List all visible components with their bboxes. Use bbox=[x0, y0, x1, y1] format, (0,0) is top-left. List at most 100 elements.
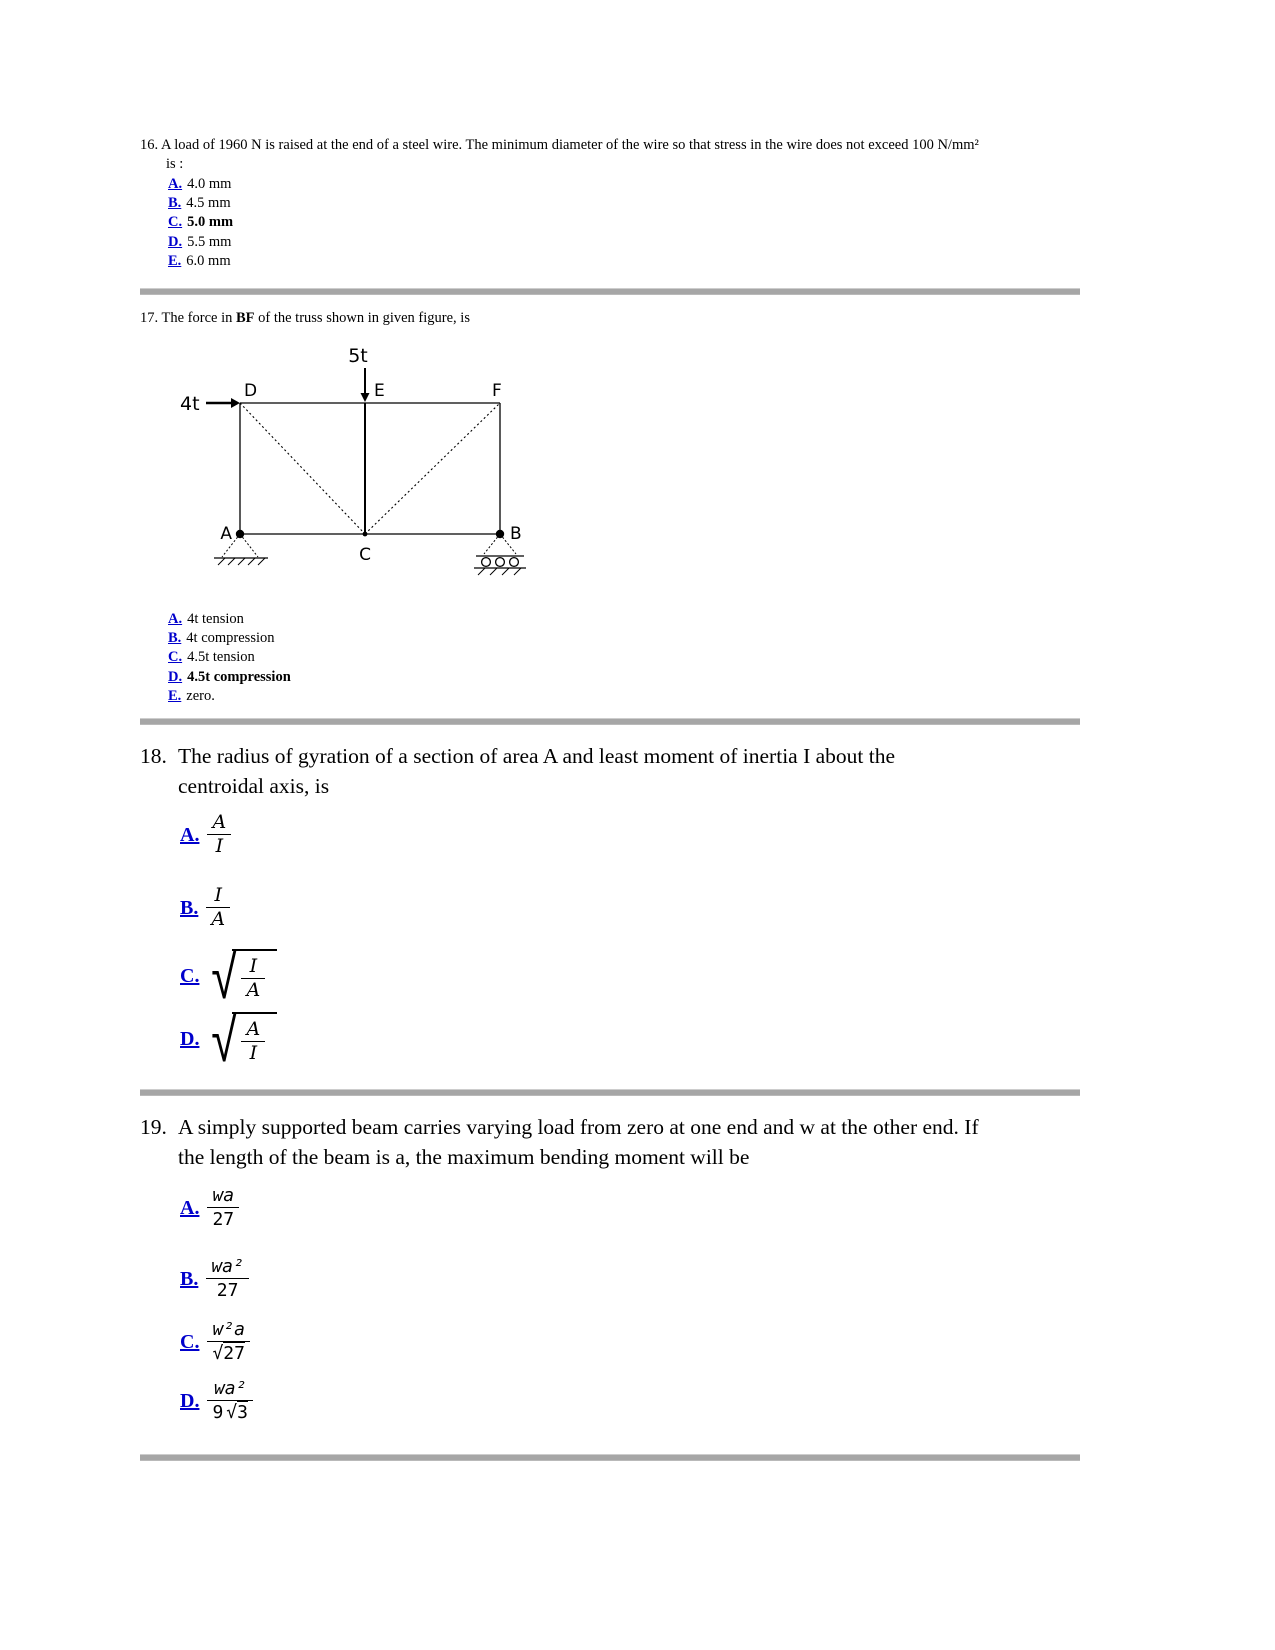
option-row: C.4.5t tension bbox=[168, 648, 1080, 667]
option-row: C. w²a √27 bbox=[180, 1318, 1080, 1365]
question-18-number: 18. bbox=[140, 744, 167, 769]
option-text: 4t compression bbox=[186, 630, 275, 647]
option-row: A. A I bbox=[180, 811, 1080, 858]
radical-sign-icon: √ bbox=[212, 1343, 224, 1365]
question-18-text-line1: The radius of gyration of a section of a… bbox=[178, 744, 896, 769]
option-row: A.4.0 mm bbox=[168, 175, 1080, 194]
question-16-text: A load of 1960 N is raised at the end of… bbox=[160, 137, 979, 153]
question-19-options: A. wa 27 B. wa² 27 C. w²a √27 bbox=[180, 1184, 1080, 1424]
option-e-link[interactable]: E. bbox=[168, 252, 182, 269]
question-19-stem: 19. A simply supported beam carries vary… bbox=[140, 1112, 1080, 1172]
pin-support-a bbox=[214, 533, 268, 566]
fraction-numerator: I bbox=[249, 955, 258, 978]
fraction-denominator: A bbox=[206, 907, 231, 931]
fraction: A I bbox=[241, 1018, 266, 1065]
joint-label-b: B bbox=[510, 524, 522, 544]
option-d-link[interactable]: D. bbox=[180, 1389, 200, 1412]
option-e-link[interactable]: E. bbox=[168, 687, 182, 704]
section-divider bbox=[140, 288, 1080, 296]
option-a-link[interactable]: A. bbox=[180, 823, 200, 846]
option-text: zero. bbox=[186, 687, 215, 704]
fraction-denominator: √27 bbox=[207, 1341, 250, 1365]
option-row: D.5.5 mm bbox=[168, 233, 1080, 252]
option-row: D.4.5t compression bbox=[168, 668, 1080, 687]
fraction: wa² 27 bbox=[206, 1255, 249, 1302]
section-divider bbox=[140, 718, 1080, 726]
question-17-stem: 17. The force in BF of the truss shown i… bbox=[140, 309, 1080, 328]
option-row: A.4t tension bbox=[168, 610, 1080, 629]
question-19-text-line2: the length of the beam is a, the maximum… bbox=[178, 1145, 750, 1170]
option-b-link[interactable]: B. bbox=[180, 896, 199, 919]
joint-label-e: E bbox=[374, 381, 385, 401]
option-row: D. √ A I bbox=[180, 1003, 1080, 1077]
fraction: wa² 9√3 bbox=[207, 1377, 253, 1424]
radical-sign-icon: √ bbox=[211, 1003, 238, 1077]
option-d-link[interactable]: D. bbox=[168, 668, 183, 685]
option-row: B.4.5 mm bbox=[168, 194, 1080, 213]
section-divider bbox=[140, 1454, 1080, 1462]
load-label-4t: 4t bbox=[180, 393, 200, 415]
option-d-link[interactable]: D. bbox=[168, 233, 183, 250]
option-a-link[interactable]: A. bbox=[168, 176, 183, 192]
question-17-text-post: of the truss shown in given figure, is bbox=[254, 310, 470, 327]
fraction-denominator: 9√3 bbox=[207, 1400, 253, 1424]
option-row: C.5.0 mm bbox=[168, 213, 1080, 232]
fraction-numerator: wa² bbox=[211, 1256, 244, 1278]
truss-members bbox=[239, 402, 501, 535]
joint-label-a: A bbox=[220, 524, 232, 544]
option-b-link[interactable]: B. bbox=[180, 1267, 199, 1290]
fraction-numerator: wa bbox=[212, 1185, 235, 1207]
option-row: B. I A bbox=[180, 884, 1080, 931]
option-row: E.6.0 mm bbox=[168, 252, 1080, 271]
joint-label-c: C bbox=[359, 545, 371, 565]
radical: √ I A bbox=[207, 940, 278, 1014]
question-19-number: 19. bbox=[140, 1115, 167, 1140]
option-b-link[interactable]: B. bbox=[168, 630, 182, 647]
truss-figure: 5t 4t bbox=[180, 345, 526, 576]
option-row: C. √ I A bbox=[180, 940, 1080, 1014]
radical-sign-icon: √ bbox=[226, 1402, 238, 1424]
radicand: 3 bbox=[237, 1401, 248, 1424]
option-text: 5.5 mm bbox=[187, 233, 232, 250]
option-text: 5.0 mm bbox=[187, 214, 234, 231]
option-b-link[interactable]: B. bbox=[168, 195, 182, 212]
fraction-numerator: w²a bbox=[212, 1319, 245, 1341]
option-c-link[interactable]: C. bbox=[180, 1330, 200, 1353]
load-arrow-4t: 4t bbox=[180, 393, 240, 415]
option-text: 4.0 mm bbox=[187, 176, 232, 192]
option-a-link[interactable]: A. bbox=[180, 1196, 200, 1219]
fraction: w²a √27 bbox=[207, 1318, 250, 1365]
fraction-denominator: I bbox=[241, 1041, 266, 1065]
option-a-link[interactable]: A. bbox=[168, 611, 183, 628]
question-17-options: A.4t tension B.4t compression C.4.5t ten… bbox=[168, 610, 1080, 706]
option-text: 4.5 mm bbox=[186, 195, 231, 212]
load-arrow-5t: 5t bbox=[348, 345, 370, 403]
option-row: D. wa² 9√3 bbox=[180, 1377, 1080, 1424]
fraction-denominator: 27 bbox=[206, 1278, 249, 1302]
fraction-denominator: 27 bbox=[207, 1207, 240, 1231]
radical-content: I A bbox=[232, 949, 278, 1002]
fraction-numerator: wa² bbox=[213, 1378, 247, 1400]
fraction: A I bbox=[207, 811, 232, 858]
option-c-link[interactable]: C. bbox=[180, 964, 200, 987]
question-17: 17. The force in BF of the truss shown i… bbox=[140, 309, 1080, 706]
option-c-link[interactable]: C. bbox=[168, 649, 183, 666]
radical-sign-icon: √ bbox=[211, 940, 238, 1014]
option-row: E.zero. bbox=[168, 687, 1080, 706]
fraction: I A bbox=[206, 884, 231, 931]
fraction-denominator: A bbox=[241, 978, 266, 1002]
fraction-numerator: A bbox=[212, 811, 227, 834]
question-18-text-line2: centroidal axis, is bbox=[178, 774, 330, 799]
question-16-options: A.4.0 mm B.4.5 mm C.5.0 mm D.5.5 mm E.6.… bbox=[168, 175, 1080, 271]
option-text: 6.0 mm bbox=[186, 252, 231, 269]
fraction-numerator: I bbox=[214, 884, 222, 907]
joint-label-d: D bbox=[244, 381, 257, 401]
option-row: A. wa 27 bbox=[180, 1184, 1080, 1231]
page-content: 16. A load of 1960 N is raised at the en… bbox=[140, 0, 1080, 1462]
option-text: 4t tension bbox=[187, 611, 244, 628]
option-d-link[interactable]: D. bbox=[180, 1027, 200, 1050]
option-row: B. wa² 27 bbox=[180, 1255, 1080, 1302]
joint-label-f: F bbox=[492, 381, 502, 401]
question-16-number: 16. bbox=[140, 137, 159, 153]
option-c-link[interactable]: C. bbox=[168, 214, 183, 231]
